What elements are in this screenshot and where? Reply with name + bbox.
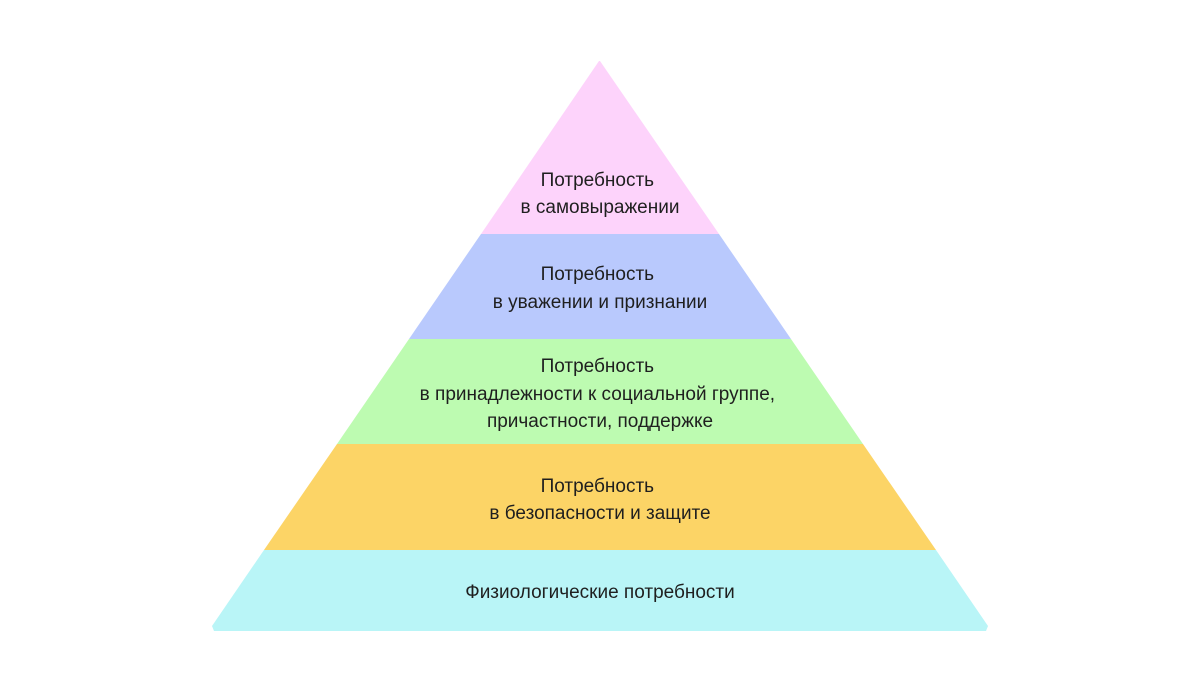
level-physiological-label: Физиологические потребности: [465, 582, 735, 603]
level-belonging-label: Потребность в принадлежности к социально…: [420, 356, 781, 432]
level-safety-label: Потребность в безопасности и защите: [489, 476, 710, 524]
level-safety-band: [264, 444, 936, 550]
level-physiological-band: [212, 550, 988, 631]
level-belonging-band: [337, 339, 863, 444]
level-esteem-band: [409, 234, 791, 339]
level-self-actualization-band: [481, 61, 719, 234]
level-self-actualization-label: Потребность в самовыражении: [521, 170, 680, 218]
level-esteem-label: Потребность в уважении и признании: [493, 264, 707, 313]
